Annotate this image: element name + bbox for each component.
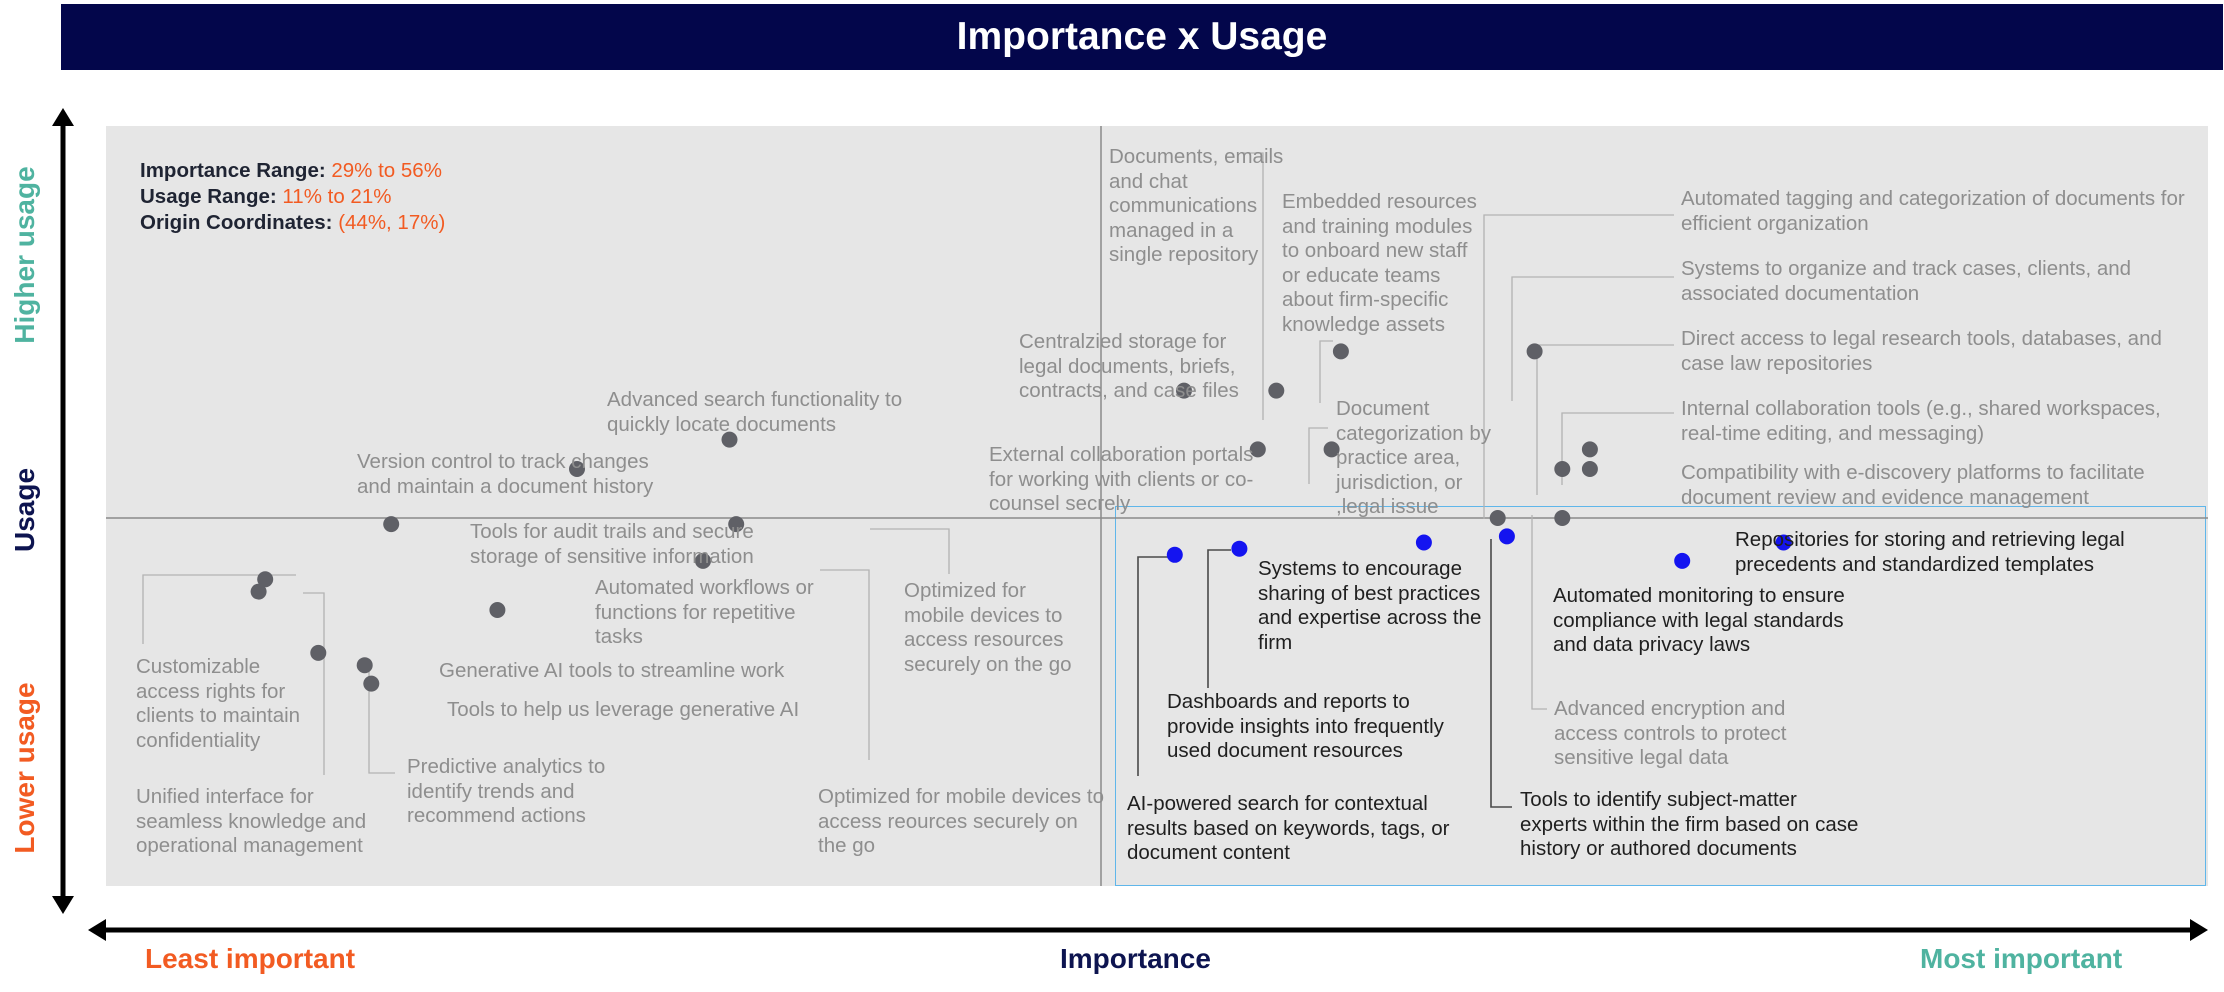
x-axis-title: Importance — [1060, 943, 1211, 974]
leader-line — [1137, 556, 1178, 776]
data-point — [489, 602, 506, 618]
data-point — [1526, 343, 1543, 360]
importance-range: Importance Range: 29% to 56% — [140, 158, 442, 184]
point-label: AI-powered search for contextual results… — [1127, 792, 1450, 864]
leader-line — [1308, 427, 1328, 484]
point-label: Advanced search functionality to quickly… — [607, 388, 903, 436]
data-point — [356, 657, 373, 674]
point-label: Tools for audit trails and secure storag… — [470, 520, 754, 568]
point-label: Internal collaboration tools (e.g., shar… — [1681, 397, 2161, 445]
data-point — [1489, 510, 1506, 526]
data-point — [383, 516, 400, 533]
point-label: Tools to help us leverage generative AI — [447, 698, 800, 721]
leader-line — [303, 592, 325, 775]
highlighted-data-point — [1674, 552, 1691, 569]
info-label: Origin Coordinates: — [140, 211, 333, 234]
point-label: Optimized for mobile devices to access r… — [818, 785, 1104, 857]
chart-title: Importance x Usage — [61, 4, 2223, 70]
leader-line — [1244, 152, 1264, 420]
data-point — [257, 571, 274, 588]
quadrant-axes — [52, 108, 2208, 941]
point-label: Automated workflows or functions for rep… — [595, 576, 814, 648]
data-point — [695, 552, 711, 569]
info-value: 29% to 56% — [331, 159, 442, 182]
leader-line — [1531, 515, 1547, 710]
point-label: Predictive analytics to identify trends … — [407, 755, 606, 827]
data-point — [1554, 510, 1571, 526]
info-value: 11% to 21% — [282, 185, 392, 208]
y-axis-high-label: Higher usage — [9, 166, 40, 344]
data-point — [728, 516, 745, 533]
y-axis-low-label: Lower usage — [9, 682, 40, 854]
x-axis-arrowhead-right — [2190, 919, 2208, 941]
point-label: Embedded resources and training modules … — [1282, 190, 1477, 336]
data-point — [363, 675, 380, 692]
info-label: Usage Range: — [140, 185, 277, 208]
data-point — [1332, 343, 1349, 360]
highlighted-data-point — [1166, 546, 1183, 563]
data-point — [1249, 441, 1266, 458]
leader-line — [1207, 549, 1231, 688]
data-point — [721, 431, 738, 448]
point-label: Version control to track changes and mai… — [357, 450, 654, 498]
info-value: (44%, 17%) — [338, 211, 446, 234]
data-point — [250, 583, 267, 600]
highlighted-data-point — [1775, 534, 1792, 551]
y-axis-arrowhead-bottom — [52, 896, 74, 914]
data-points — [250, 343, 1792, 692]
leader-line — [820, 569, 870, 760]
y-axis-arrowhead-top — [52, 108, 74, 126]
leader-line — [870, 528, 950, 574]
leader-line — [1319, 340, 1333, 403]
data-point — [1581, 441, 1598, 458]
x-axis-low-label: Least important — [145, 943, 356, 974]
point-label: Optimized for mobile devices to access r… — [904, 579, 1072, 676]
data-point — [569, 461, 585, 477]
data-point — [1581, 461, 1598, 477]
data-point — [310, 644, 327, 661]
data-point — [1323, 441, 1340, 458]
x-axis-arrowhead-left — [88, 919, 106, 941]
point-label: Direct access to legal research tools, d… — [1681, 327, 2162, 375]
point-label: Automated tagging and categorization of … — [1681, 187, 2185, 235]
point-label: Systems to organize and track cases, cli… — [1681, 257, 2132, 305]
data-point — [1268, 382, 1285, 399]
leader-line — [1490, 539, 1512, 808]
highlighted-data-point — [1498, 528, 1515, 545]
point-label: Systems to encourage sharing of best pra… — [1258, 557, 1482, 654]
highlighted-data-point — [1231, 540, 1248, 557]
point-label: Automated monitoring to ensure complianc… — [1553, 584, 1845, 656]
usage-range: Usage Range: 11% to 21% — [140, 184, 391, 210]
point-label: Document categorization by practice area… — [1336, 397, 1491, 518]
x-axis-high-label: Most important — [1920, 943, 2123, 974]
data-point — [1554, 461, 1571, 477]
highlight-region — [1115, 506, 2206, 886]
point-label: Customizable access rights for clients t… — [136, 655, 301, 752]
data-point — [1176, 382, 1192, 399]
point-label: Advanced encryption and access controls … — [1554, 697, 1787, 769]
point-label: Documents, emails and chat communication… — [1109, 145, 1284, 266]
point-label: Compatibility with e-discovery platforms… — [1681, 461, 2145, 509]
point-label: Unified interface for seamless knowledge… — [136, 785, 367, 857]
leader-line — [1483, 214, 1674, 519]
leader-line — [368, 665, 395, 774]
point-label: Dashboards and reports to provide insigh… — [1167, 690, 1444, 762]
leader-line — [142, 574, 296, 644]
origin-coordinates: Origin Coordinates: (44%, 17%) — [140, 210, 445, 236]
leader-line — [1561, 412, 1674, 485]
highlighted-data-point — [1415, 534, 1432, 551]
leader-line — [1511, 276, 1674, 401]
info-label: Importance Range: — [140, 159, 326, 182]
point-label: External collaboration portals for worki… — [989, 443, 1254, 515]
point-label: Tools to identify subject-matter experts… — [1520, 788, 1859, 860]
point-label: Generative AI tools to streamline work — [439, 659, 785, 682]
point-label: Repositories for storing and retrieving … — [1735, 528, 2125, 576]
y-axis-title: Usage — [9, 467, 40, 553]
point-label: Centralzied storage for legal documents,… — [1019, 330, 1239, 402]
